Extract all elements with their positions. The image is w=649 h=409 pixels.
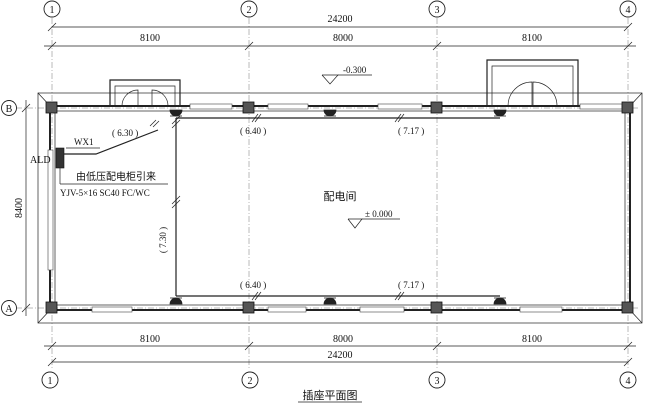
bottom-dimension-total: 24200 xyxy=(47,350,633,367)
circuit-wx1: WX1 ( 6.30 ) xyxy=(64,119,160,155)
panel-label: ALD xyxy=(30,155,51,166)
svg-text:8100: 8100 xyxy=(522,33,542,44)
entrance-left xyxy=(109,79,181,107)
axis-bubble-2-bottom: 2 xyxy=(241,371,259,389)
svg-text:± 0.000: ± 0.000 xyxy=(365,209,393,219)
axis-bubble-4-bottom: 4 xyxy=(619,371,637,389)
axis-bubble-3-bottom: 3 xyxy=(428,371,446,389)
svg-text:24200: 24200 xyxy=(328,350,353,361)
svg-text:8400: 8400 xyxy=(14,198,25,218)
left-dimension: 8400 xyxy=(14,100,31,316)
svg-text:YJV-5×16 SC40 FC/WC: YJV-5×16 SC40 FC/WC xyxy=(60,188,150,198)
svg-text:2: 2 xyxy=(248,376,253,387)
axis-bubble-1-bottom: 1 xyxy=(41,371,59,389)
drawing-title: 插座平面图 xyxy=(298,388,362,403)
svg-text:配电间: 配电间 xyxy=(324,190,357,203)
svg-text:8100: 8100 xyxy=(140,33,160,44)
svg-text:由低压配电柜引来: 由低压配电柜引来 xyxy=(76,170,156,183)
svg-text:1: 1 xyxy=(48,376,53,387)
svg-text:3: 3 xyxy=(435,376,440,387)
svg-text:( 7.17 ): ( 7.17 ) xyxy=(398,126,424,136)
svg-text:-0.300: -0.300 xyxy=(343,65,367,75)
axis-bubble-1-top: 1 xyxy=(43,0,61,18)
outdoor-level-marker: -0.300 xyxy=(321,65,372,85)
wall-sockets xyxy=(169,109,507,305)
svg-text:( 6.40 ): ( 6.40 ) xyxy=(240,280,266,290)
axis-bubble-4-top: 4 xyxy=(619,0,637,18)
svg-text:8100: 8100 xyxy=(140,334,160,345)
svg-text:4: 4 xyxy=(626,376,631,387)
svg-text:4: 4 xyxy=(626,5,631,16)
svg-text:8000: 8000 xyxy=(333,33,353,44)
svg-text:( 6.40 ): ( 6.40 ) xyxy=(240,126,266,136)
svg-text:( 7.17 ): ( 7.17 ) xyxy=(398,280,424,290)
axis-bubble-A: A xyxy=(1,300,17,316)
axis-bubble-B: B xyxy=(1,100,17,116)
socket-circuit-wiring xyxy=(171,113,500,301)
svg-text:插座平面图: 插座平面图 xyxy=(303,388,358,402)
top-dimension-spans: 8100 8000 8100 xyxy=(44,33,636,51)
axis-bubble-3-top: 3 xyxy=(428,0,446,18)
axis-bubble-2-top: 2 xyxy=(240,0,258,18)
feeder-note: 由低压配电柜引来 YJV-5×16 SC40 FC/WC xyxy=(59,168,168,198)
top-dimension-total: 24200 xyxy=(47,14,633,32)
room-label: 配电间 xyxy=(324,190,357,203)
svg-text:3: 3 xyxy=(435,5,440,16)
svg-text:( 6.30 ): ( 6.30 ) xyxy=(112,128,138,138)
svg-text:B: B xyxy=(6,104,13,115)
svg-text:( 7.30 ): ( 7.30 ) xyxy=(158,227,168,253)
bottom-dimension-spans: 8100 8000 8100 xyxy=(44,334,636,351)
windows xyxy=(47,103,623,313)
entrance-right xyxy=(486,59,579,107)
svg-text:1: 1 xyxy=(50,5,55,16)
svg-text:24200: 24200 xyxy=(328,14,353,25)
distribution-panel: ALD xyxy=(30,147,65,169)
svg-text:A: A xyxy=(5,304,13,315)
svg-text:WX1: WX1 xyxy=(74,137,94,147)
floor-level-marker: ± 0.000 xyxy=(347,209,400,229)
structural-columns xyxy=(45,101,634,314)
circuit-heights: ( 6.40 ) ( 7.17 ) ( 6.40 ) ( 7.17 ) ( 7.… xyxy=(158,126,424,290)
svg-text:2: 2 xyxy=(247,5,252,16)
svg-text:8000: 8000 xyxy=(333,334,353,345)
svg-text:8100: 8100 xyxy=(522,334,542,345)
